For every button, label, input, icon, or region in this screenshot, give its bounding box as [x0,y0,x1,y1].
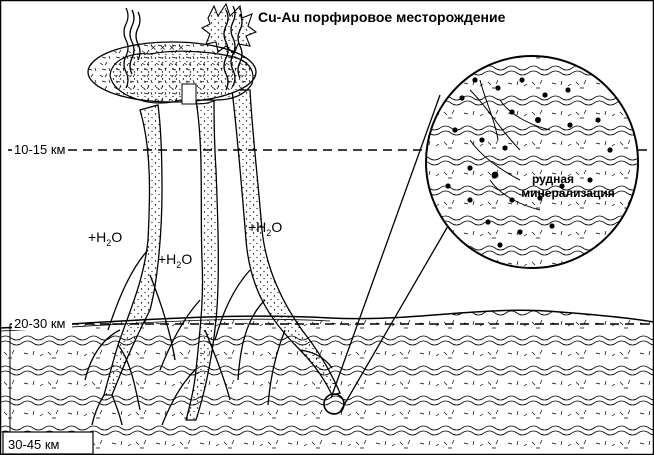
depth-label-20-30: 20-30 км [14,316,66,331]
inset-label-line2: минерализация [521,186,614,200]
inset-label-line1: рудная [532,172,574,186]
deposit-title: Cu-Au порфировое месторождение [258,9,506,25]
depth-label-10-15: 10-15 км [14,142,66,157]
inset-magnification [426,56,638,268]
svg-text:× × × ×: × × × × [150,43,184,52]
depth-label-30-45: 30-45 км [8,437,60,452]
